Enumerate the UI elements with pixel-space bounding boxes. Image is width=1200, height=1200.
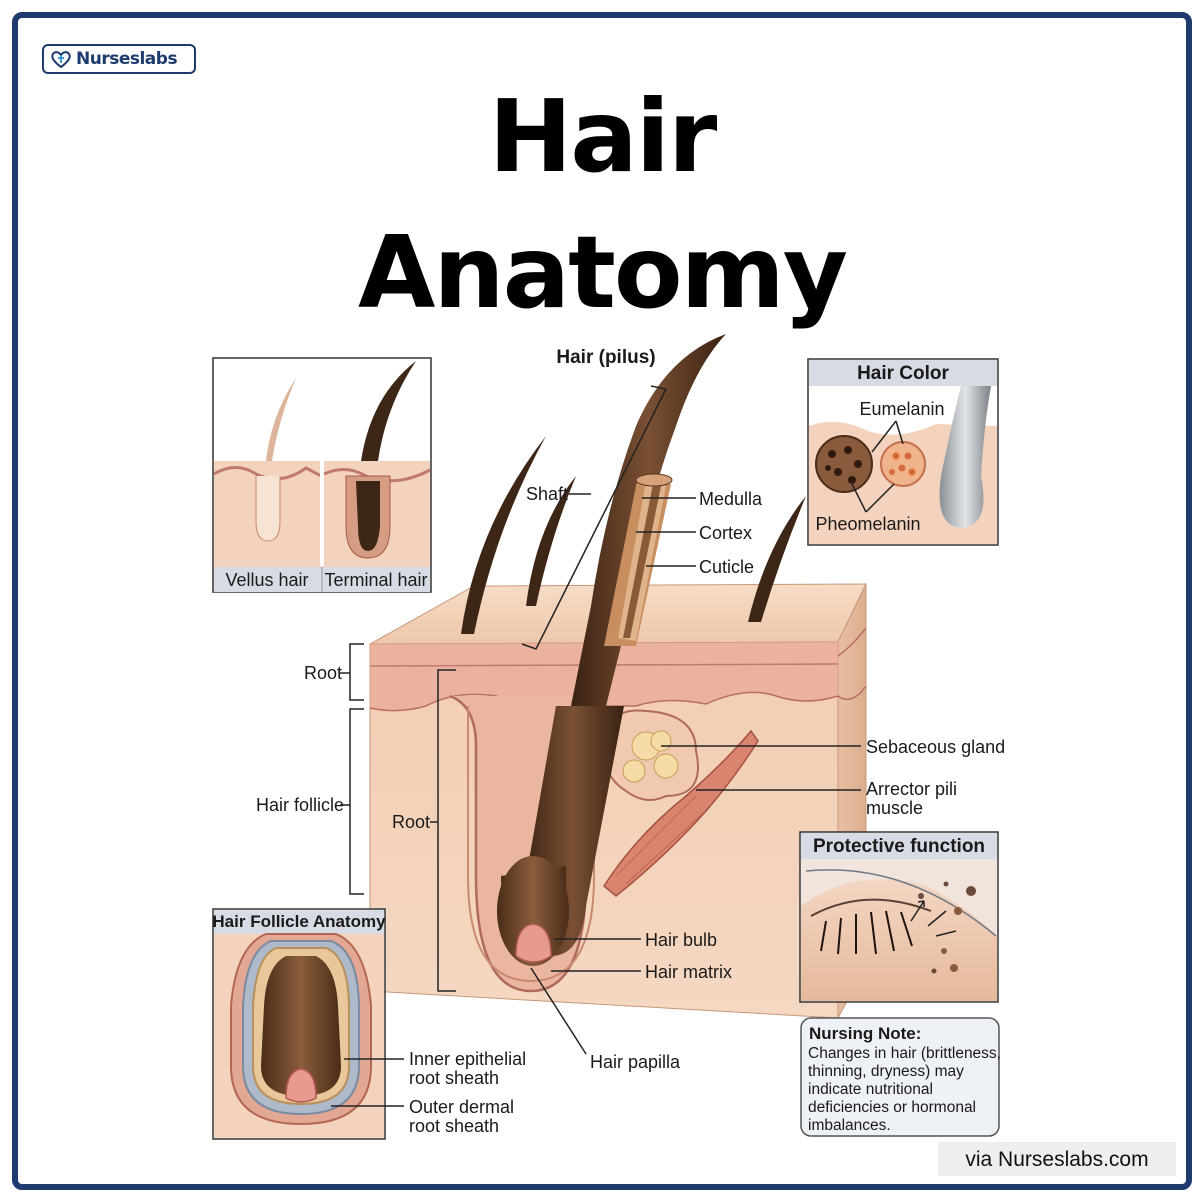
- nursing-note-line: Changes in hair (brittleness,: [808, 1045, 1001, 1062]
- root-inner-label: Root: [392, 812, 430, 832]
- inset-protective-function: Protective function: [799, 831, 999, 1003]
- protective-function-title: Protective function: [813, 836, 985, 857]
- pheomelanin-label: Pheomelanin: [815, 514, 920, 534]
- shaft-label: Shaft: [526, 484, 568, 504]
- terminal-hair-label: Terminal hair: [324, 570, 427, 590]
- outer-sheath-label-2: root sheath: [409, 1116, 499, 1136]
- cortex-label: Cortex: [699, 523, 752, 543]
- inner-sheath-label-1: Inner epithelial: [409, 1049, 526, 1069]
- hair-bulb-label: Hair bulb: [645, 930, 717, 950]
- hair-color-title: Hair Color: [857, 363, 949, 384]
- arrector-label-2: muscle: [866, 798, 923, 818]
- page-title-line2: Anatomy: [358, 214, 848, 331]
- hair-matrix-label: Hair matrix: [645, 962, 732, 982]
- nursing-note-line: thinning, dryness) may: [808, 1063, 964, 1080]
- page-title-line1: Hair: [488, 78, 718, 195]
- hair-follicle-label: Hair follicle: [256, 795, 344, 815]
- arrector-pili-muscle: [603, 729, 759, 897]
- poster-frame: Nurseslabs Hair Anatomy: [12, 12, 1192, 1190]
- arrector-label-1: Arrector pili: [866, 779, 957, 799]
- hair-anatomy-diagram: Vellus hair Terminal hair Hair Color Eum…: [212, 334, 1005, 1140]
- outer-sheath-label-1: Outer dermal: [409, 1097, 514, 1117]
- hair-pilus-heading: Hair (pilus): [556, 347, 655, 368]
- source-credit-text: via Nurseslabs.com: [965, 1148, 1149, 1171]
- nursing-note-line: indicate nutritional: [808, 1081, 933, 1098]
- root-upper-bracket: [349, 643, 364, 701]
- heart-logo-icon: [51, 51, 71, 69]
- inset-hair-color: Hair Color Eumelanin Pheomelanin: [807, 358, 999, 546]
- inset-follicle-anatomy: Hair Follicle Anatomy Inner epithelial r…: [212, 908, 526, 1140]
- nursing-note-heading: Nursing Note:: [809, 1024, 921, 1043]
- hair-papilla-label: Hair papilla: [590, 1052, 681, 1072]
- surface-hairs: [461, 436, 806, 634]
- sebaceous-gland-label: Sebaceous gland: [866, 737, 1005, 757]
- hair-follicle-bracket: [349, 708, 364, 895]
- inner-sheath-label-2: root sheath: [409, 1068, 499, 1088]
- nursing-note-box: Nursing Note: Changes in hair (brittlene…: [800, 1017, 1001, 1137]
- root-upper-label: Root: [304, 663, 342, 683]
- nursing-note-line: imbalances.: [808, 1117, 891, 1134]
- hair-papilla-leader: [530, 967, 587, 1055]
- root-inner-bracket: [437, 669, 456, 992]
- shaft-bracket: [521, 385, 668, 650]
- logo-text: Nurseslabs: [76, 49, 178, 69]
- nurseslabs-logo: Nurseslabs: [42, 44, 196, 74]
- sebaceous-gland: [602, 709, 699, 801]
- source-credit-badge: via Nurseslabs.com: [938, 1142, 1176, 1176]
- eumelanin-label: Eumelanin: [859, 399, 944, 419]
- main-hair: [497, 334, 726, 966]
- vellus-hair-label: Vellus hair: [225, 570, 308, 590]
- follicle-anatomy-title: Hair Follicle Anatomy: [212, 912, 386, 931]
- inset-hair-types: Vellus hair Terminal hair: [212, 357, 432, 593]
- cuticle-label: Cuticle: [699, 557, 754, 577]
- medulla-label: Medulla: [699, 489, 763, 509]
- nursing-note-line: deficiencies or hormonal: [808, 1099, 976, 1116]
